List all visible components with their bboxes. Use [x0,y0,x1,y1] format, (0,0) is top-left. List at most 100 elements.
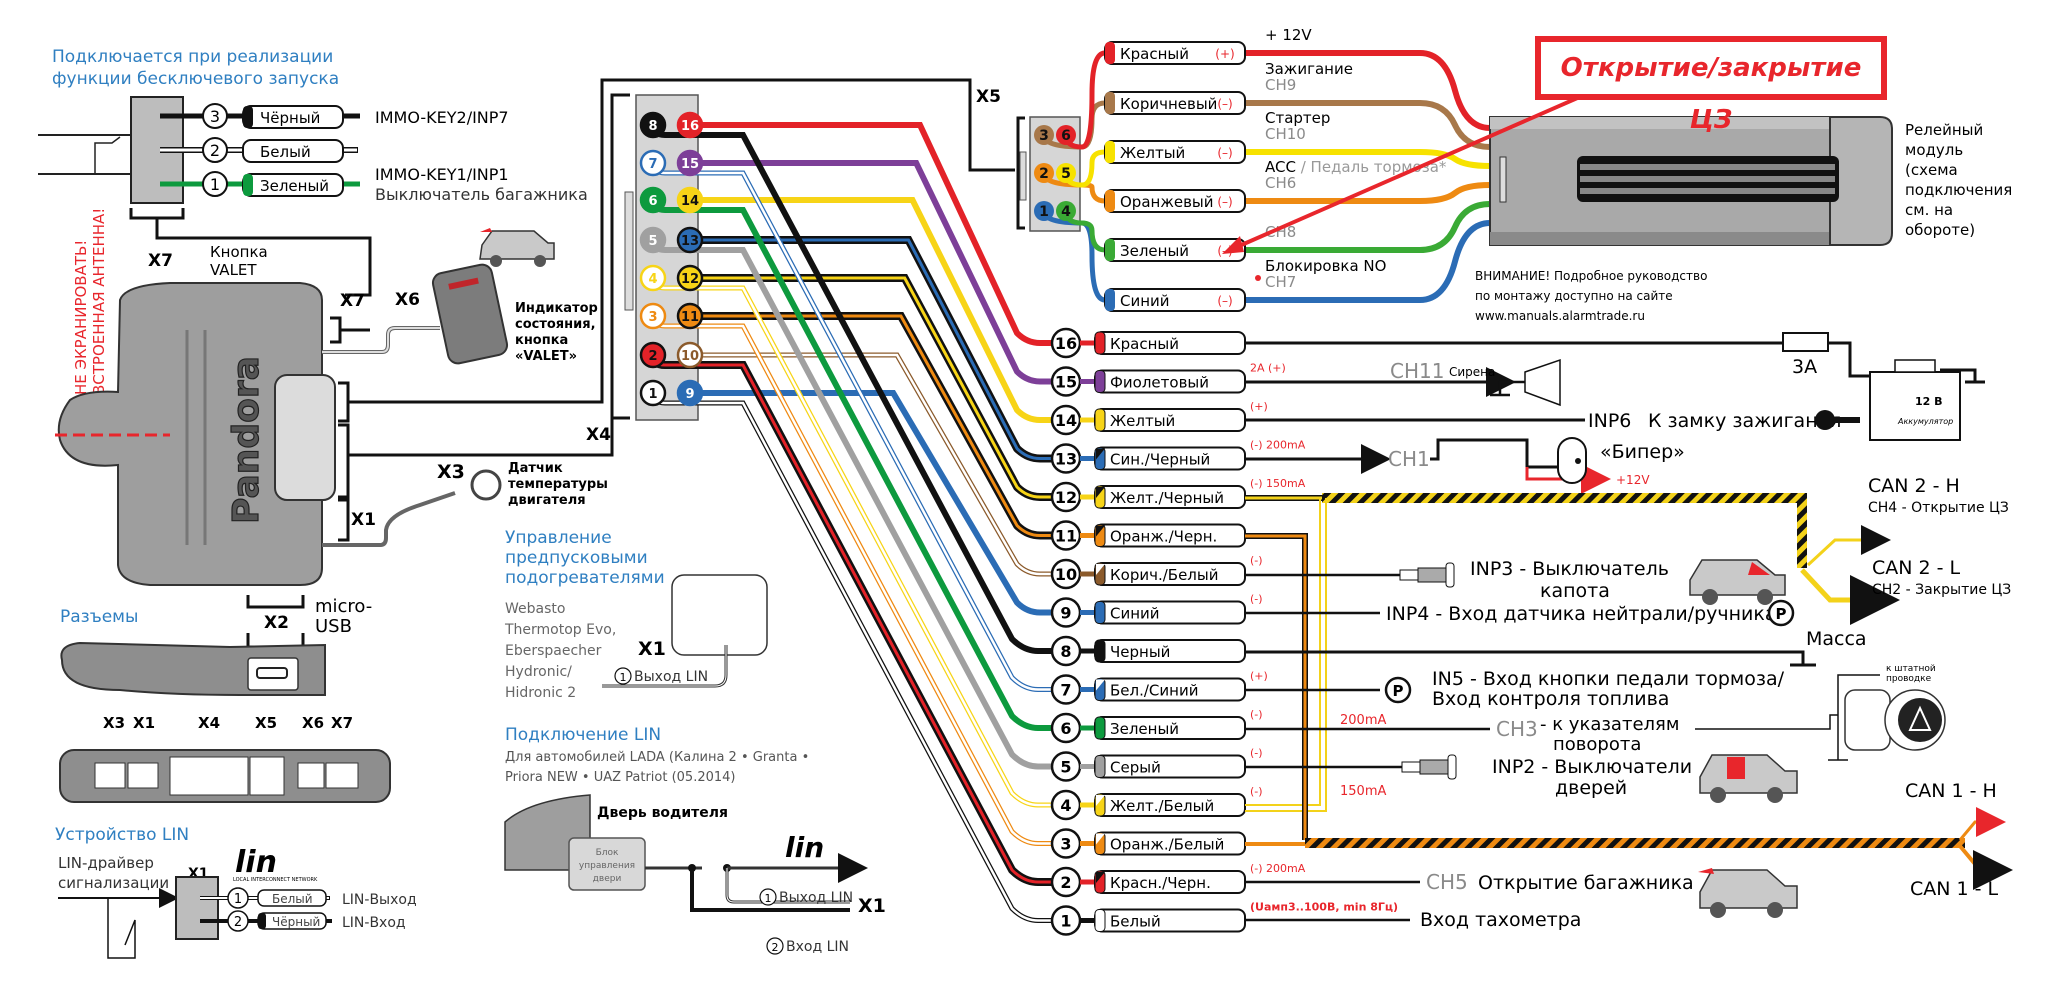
svg-text:4: 4 [648,272,657,287]
svg-text:Thermotop Evo,: Thermotop Evo, [504,622,616,638]
svg-text:CH2 - Закрытие ЦЗ: CH2 - Закрытие ЦЗ [1872,582,2011,598]
x4-pin-15: 15 [676,149,704,177]
svg-text:поворота: поворота [1553,734,1641,755]
x4-wire-9 [690,390,1052,616]
wire-color-name: Белый [1110,913,1161,931]
wire-note: (-) [1250,593,1263,606]
svg-text:8: 8 [648,119,657,134]
x1-label: X1 [351,510,376,530]
wire-color-name: Черный [1110,643,1170,661]
can1-l-label: CAN 1 - L [1910,878,1999,900]
x5-label: X5 [976,87,1001,107]
wire-note: (-) 150mA [1250,477,1306,490]
x5-channel: CH8 [1265,223,1296,241]
x5-wire-5: 5 [1056,149,1491,188]
x4-pin-3: 3 [639,302,667,330]
wire-color-name: Синий [1110,605,1160,623]
keyless-color-white: Белый [260,143,311,161]
svg-text:Eberspaecher: Eberspaecher [505,643,602,659]
svg-text:2: 2 [1060,873,1071,892]
ground-label: Масса [1806,628,1867,650]
svg-text:Hydronic/: Hydronic/ [505,664,572,680]
car-icon-trunk-top [479,228,555,267]
manual-url[interactable]: www.manuals.alarmtrade.ru [1475,309,1645,323]
svg-text:8: 8 [1060,642,1071,661]
x5-channel: CH10 [1265,125,1306,143]
svg-text:Вход LIN: Вход LIN [786,939,849,955]
svg-text:двери: двери [593,874,622,884]
trunk-switch-label: Выключатель багажника [375,185,588,204]
svg-text:15: 15 [1055,373,1077,392]
svg-text:(схема: (схема [1905,161,1958,179]
svg-text:капота: капота [1540,580,1610,602]
svg-text:двигателя: двигателя [508,493,586,508]
svg-text:15: 15 [681,157,699,172]
x2-label: X2 [264,613,289,633]
car-icon-hood [1689,559,1786,605]
x4-pin-10: 10 [676,341,704,369]
siren-icon [1524,358,1561,407]
lin-logo-2: lin [785,831,824,864]
beeper-icon [1557,437,1587,484]
x3-label: X3 [437,461,465,483]
battery-icon: 12 В Аккумулятор [1869,359,1985,441]
callout-arrow [1229,73,1631,252]
hood-switch-icon [1399,562,1455,588]
wire-color-name: Оранж./Черн. [1110,528,1217,546]
svg-text:кнопка: кнопка [515,333,568,348]
door-switch-icon [1401,754,1457,780]
lin-connection-section: Подключение LIN Для автомобилей LADA (Ка… [504,725,886,955]
svg-text:проводке: проводке [1886,674,1932,684]
svg-text:Блок: Блок [596,848,619,858]
x4-wire-label-1: 1 Белый (Uамп3..100В, min 8Гц) [1050,901,1398,936]
x5-wire-1: 1 [1034,201,1491,303]
lin-x1-connector [175,876,219,940]
relay-label: Релейный [1905,121,1983,139]
svg-text:1: 1 [765,892,772,905]
ch11-label: CH11 [1390,359,1444,383]
x4-label: X4 [586,425,611,445]
wire-color-name: Желтый [1110,412,1175,430]
car-icon-door [1699,754,1798,803]
brake-pedal-icon: P [1384,676,1412,704]
svg-text:подогревателями: подогревателями [505,568,665,588]
connectors-section: Разъемы X3 X1 X4 X5 X6 X7 [59,607,391,803]
x4-wire-14 [690,197,1052,423]
svg-text:6: 6 [1060,719,1071,738]
svg-text:Коричневый: Коричневый [1120,95,1217,113]
x5-function: Блокировка NO [1265,257,1386,275]
svg-text:X1: X1 [638,638,666,660]
x5-function: ACC / Педаль тормоза* [1265,158,1447,176]
door-control-block [568,837,646,891]
x5-wire-label-0: Красный(+)+ 12V [1104,26,1312,65]
svg-text:по монтажу доступно на сайте: по монтажу доступно на сайте [1475,289,1673,303]
x5-wire-3: 3 [1034,100,1491,150]
wire-color-name: Бел./Синий [1110,682,1198,700]
svg-text:управления: управления [579,861,635,871]
svg-text:16: 16 [681,119,699,134]
svg-text:Для автомобилей LADA (Калина 2: Для автомобилей LADA (Калина 2 • Granta … [505,750,809,765]
wire-color-name: Зеленый [1110,720,1179,738]
svg-text:2: 2 [648,349,657,364]
right-targets: 3А 12 В Аккумулятор CH11 Сирена INP6 К з… [1245,332,2013,931]
wire-note: (-) [1250,785,1263,798]
x5-channel: CH7 [1265,273,1296,291]
switch-icon [94,136,121,174]
svg-text:- к указателям: - к указателям [1540,714,1679,735]
heater-unit-icon [671,574,768,656]
svg-text:Hidronic 2: Hidronic 2 [505,685,576,701]
beeper-label: «Бипер» [1600,441,1685,463]
svg-text:обороте): обороте) [1905,221,1975,239]
svg-text:1: 1 [1060,912,1071,931]
inp4-label: INP4 - Вход датчика нейтрали/ручника [1386,603,1777,625]
svg-text:1: 1 [234,892,242,907]
svg-text:12: 12 [1055,488,1077,507]
wire-note: (Uамп3..100В, min 8Гц) [1250,901,1398,914]
x4-pin-14: 14 [676,186,704,214]
x4-pin-4: 4 [639,264,667,292]
svg-text:К замку зажигания: К замку зажигания [1648,410,1841,432]
svg-text:Зеленый: Зеленый [1120,242,1189,260]
